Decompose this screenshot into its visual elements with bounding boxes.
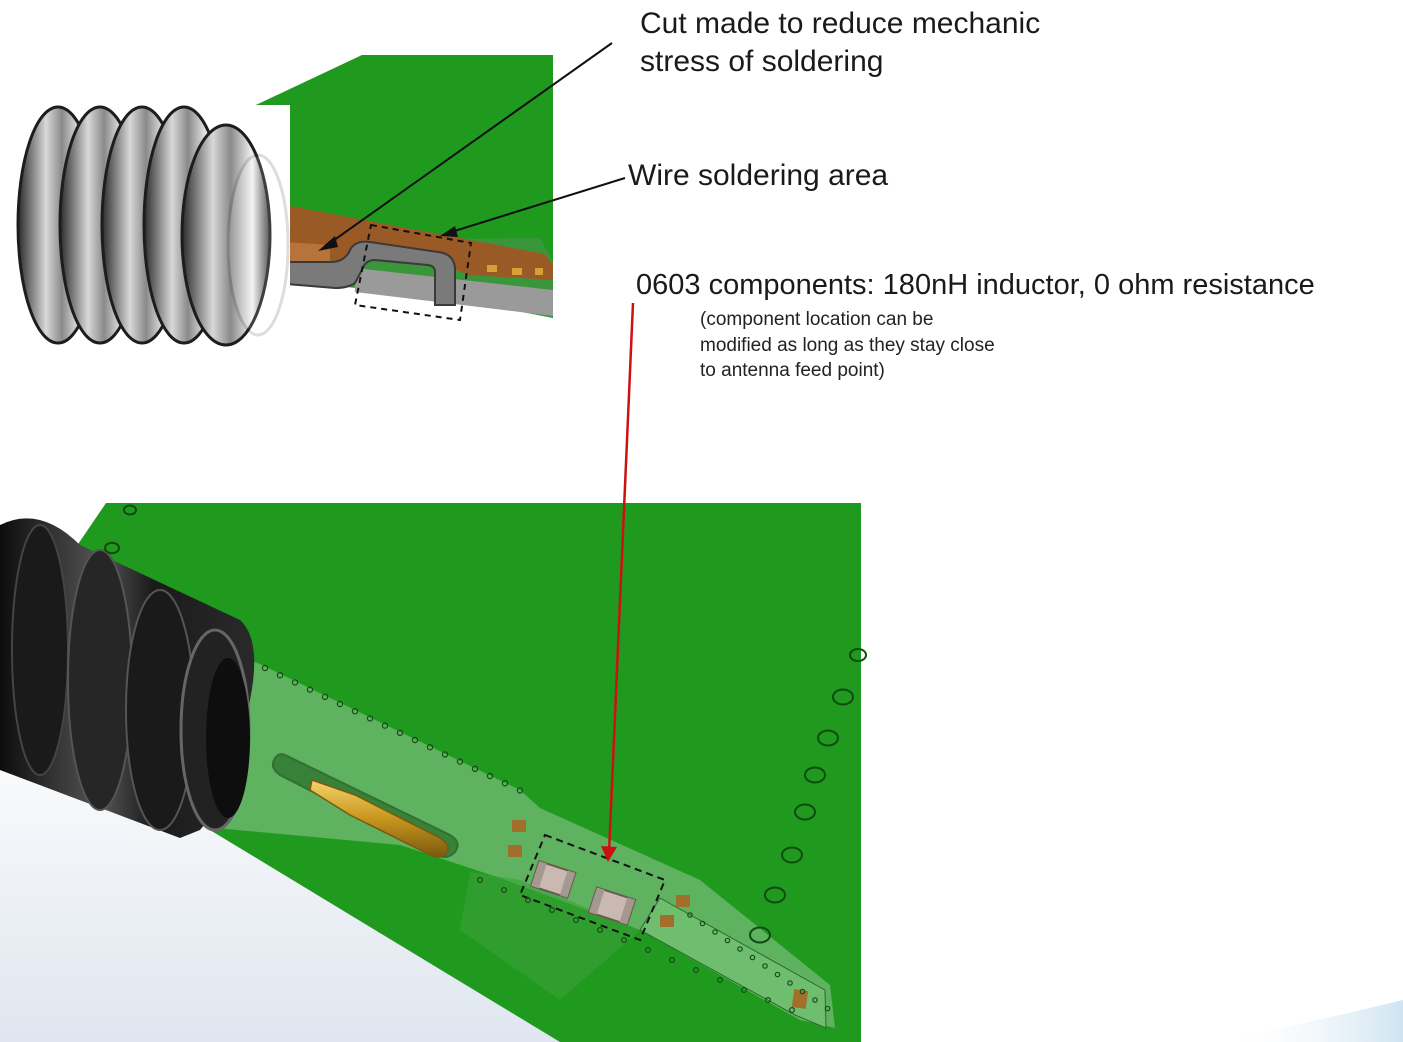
bottom-antenna-strip: [639, 897, 827, 1029]
callout-components-part-1: 0603 components:: [636, 269, 875, 301]
via-hole-small: [764, 996, 771, 1003]
via-hole-large: [817, 729, 839, 747]
leader-wire: [447, 177, 626, 234]
via-hole-large: [123, 504, 137, 516]
bottom-pad-1: [512, 820, 526, 832]
via-hole-large: [794, 803, 816, 821]
via-hole-small: [381, 722, 389, 729]
via-hole-small: [306, 686, 314, 693]
via-hole-small: [799, 988, 806, 995]
via-hole-small: [774, 971, 781, 978]
top-smd-pad-3: [535, 268, 543, 275]
via-hole-small: [516, 787, 524, 794]
leader-cut-arrowhead: [318, 236, 338, 251]
via-hole-small: [471, 765, 479, 773]
via-hole-small: [291, 679, 299, 686]
via-holes: [104, 504, 867, 1013]
via-hole-small: [737, 946, 743, 952]
leader-components-arrowhead: [601, 846, 617, 862]
via-hole-small: [276, 672, 284, 679]
top-dashed-box: [353, 223, 473, 322]
via-hole-small: [724, 937, 731, 944]
bottom-render: [0, 503, 1403, 1042]
via-hole-small: [426, 744, 434, 751]
via-hole-small: [411, 736, 419, 744]
via-hole-small: [812, 997, 818, 1003]
via-hole-small: [486, 772, 494, 780]
bottom-swoosh: [1220, 1000, 1403, 1042]
bottom-rubber-boot: [0, 518, 255, 838]
via-hole-small: [572, 916, 579, 923]
via-hole-small: [716, 976, 723, 983]
via-hole-small: [261, 664, 269, 672]
bottom-pad-3: [676, 895, 690, 907]
callout-wire-soldering: Wire soldering area: [628, 159, 889, 192]
via-hole-large: [764, 886, 786, 904]
via-hole-small: [456, 758, 464, 765]
bottom-end-pad: [791, 989, 809, 1009]
top-smd-pad-2: [512, 268, 522, 275]
bottom-pad-4: [660, 915, 674, 927]
via-hole-small: [668, 956, 675, 963]
via-hole-small: [824, 1005, 831, 1012]
leader-components: [607, 302, 635, 854]
bottom-ground-block: [460, 872, 640, 1000]
via-hole-large: [749, 926, 771, 944]
via-hole-small: [501, 886, 508, 893]
leader-lines: [318, 42, 635, 862]
leader-wire-arrowhead: [440, 226, 458, 237]
via-hole-small: [749, 954, 756, 961]
via-hole-small: [787, 980, 793, 986]
callout-components: 0603 components: 180nH inductor, 0 ohm r…: [636, 267, 1315, 303]
via-hole-small: [501, 780, 509, 787]
via-hole-small: [524, 896, 531, 903]
via-hole-small: [336, 700, 344, 708]
note-line-3: to antenna feed point): [700, 360, 885, 381]
via-hole-large: [104, 541, 120, 555]
via-hole-small: [762, 963, 768, 969]
via-hole-small: [441, 751, 449, 758]
via-hole-small: [596, 926, 603, 933]
top-copper-trace: [228, 206, 553, 280]
bottom-pad-2: [508, 845, 522, 857]
via-hole-small: [687, 912, 693, 918]
top-coil-spring: [16, 105, 290, 347]
via-hole-small: [548, 906, 555, 913]
note-line-2: modified as long as they stay close: [700, 334, 995, 356]
via-hole-small: [692, 966, 699, 973]
via-hole-small: [366, 715, 374, 722]
via-hole-small: [321, 693, 329, 701]
via-hole-small: [644, 946, 651, 953]
via-hole-small: [477, 876, 484, 883]
callout-cut-line-2: stress of soldering: [640, 45, 884, 78]
via-hole-large: [832, 688, 854, 706]
top-render: [16, 55, 553, 347]
via-hole-large: [804, 766, 826, 784]
bottom-smd-component-1: [529, 859, 577, 899]
via-hole-small: [740, 986, 747, 993]
leader-cut: [329, 42, 613, 244]
callout-cut-line-1: Cut made to reduce mechanic: [640, 7, 1041, 40]
via-hole-small: [699, 920, 706, 927]
top-bent-wire: [243, 240, 456, 331]
via-hole-small: [712, 929, 718, 935]
callout-cut-stress: Cut made to reduce mechanic stress of so…: [640, 5, 1040, 81]
bottom-smd-component-2: [587, 886, 637, 926]
bottom-gold-pin: [309, 779, 449, 858]
bottom-dashed-box: [518, 833, 667, 942]
via-hole-small: [788, 1006, 795, 1013]
via-hole-large: [849, 648, 867, 662]
via-hole-small: [620, 936, 627, 943]
top-copper-pad: [285, 242, 330, 266]
via-hole-large: [781, 846, 803, 864]
via-hole-small: [351, 708, 359, 715]
note-line-1: (component location can be: [700, 309, 934, 330]
callout-components-part-2: 180nH inductor, 0 ohm resistance: [874, 269, 1315, 301]
via-hole-small: [396, 729, 404, 737]
callout-components-note: (component location can be modified as l…: [700, 307, 995, 384]
top-smd-pad-1: [487, 265, 497, 272]
